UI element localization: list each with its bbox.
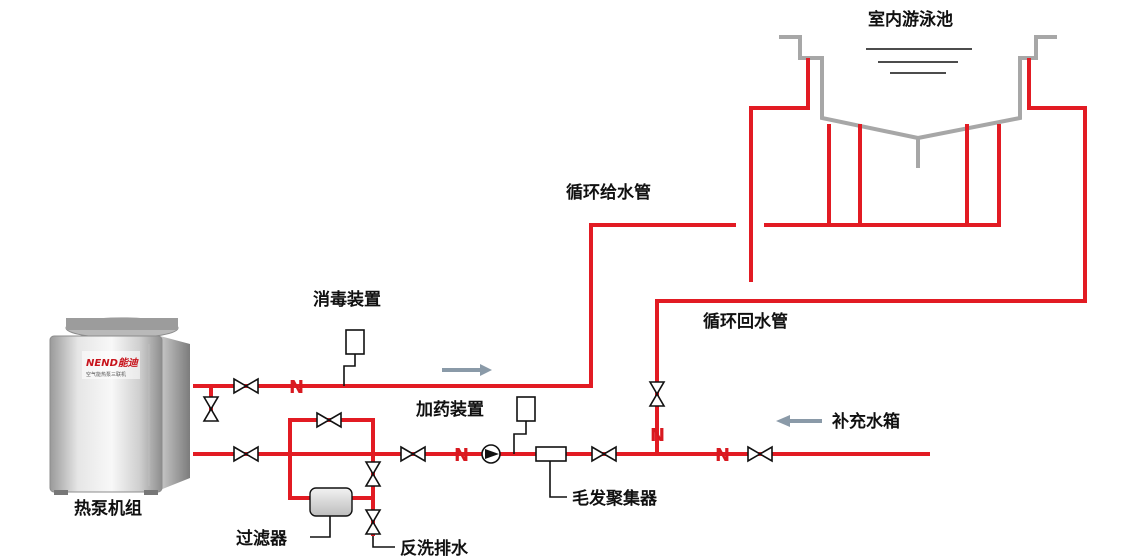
backwash-label: 反洗排水	[400, 538, 469, 559]
gate-valve-icon	[233, 445, 259, 463]
pipe-pool-inlet-left	[749, 58, 810, 282]
disinfection-label: 消毒装置	[313, 289, 381, 310]
pool-wall-right	[917, 35, 1057, 140]
flow-arrow-icon	[776, 415, 822, 427]
equipment-box-icon	[345, 329, 365, 355]
hair-collector-label: 毛发聚集器	[572, 488, 658, 509]
pipe-circulation-supply	[193, 223, 736, 388]
gate-valve-icon	[316, 411, 342, 429]
backwash-drain: 反洗排水	[372, 536, 469, 559]
filter: 过滤器	[236, 487, 353, 549]
gate-valve-icon	[364, 461, 382, 487]
heat-pump-brand: NEND能迪	[86, 357, 139, 369]
dosing-device: 加药装置	[415, 396, 536, 454]
hair-collector: 毛发聚集器	[535, 446, 658, 509]
gate-valve-icon	[747, 445, 773, 463]
pool-wall-left	[779, 35, 919, 140]
pipe-filter-bypass	[288, 418, 375, 454]
pool-label: 室内游泳池	[868, 9, 953, 30]
heat-pump-label: 热泵机组	[74, 498, 142, 519]
return-pipe-label: 循环回水管	[703, 311, 788, 332]
water-surface-icon	[866, 48, 972, 74]
pipe-pool-inlet-right	[655, 58, 1087, 454]
flow-arrow-icon	[442, 364, 492, 376]
check-valve-icon: N	[650, 425, 665, 446]
gate-valve-icon	[202, 396, 220, 422]
gate-valve-icon	[591, 445, 617, 463]
hair-collector-icon	[535, 446, 567, 462]
makeup-tank-label: 补充水箱	[831, 411, 900, 432]
indoor-pool: 室内游泳池	[779, 9, 1057, 168]
check-valve-icon: N	[715, 445, 730, 466]
disinfection-device: 消毒装置	[313, 289, 381, 386]
heat-pump-icon: NEND能迪 空气能热泵三联机	[49, 317, 190, 495]
gate-valve-icon	[400, 445, 426, 463]
check-valve-icon: N	[454, 445, 469, 466]
filter-tank-icon	[309, 487, 353, 517]
heat-pump-subtitle: 空气能热泵三联机	[86, 371, 126, 378]
check-valve-icon: N	[289, 377, 304, 398]
pump-icon	[481, 444, 501, 464]
gate-valve-icon	[364, 509, 382, 535]
gate-valve-icon	[648, 381, 666, 407]
filter-label: 过滤器	[236, 528, 288, 549]
supply-pipe-label: 循环给水管	[566, 182, 651, 203]
equipment-box-icon	[516, 396, 536, 422]
gate-valve-icon	[233, 377, 259, 395]
dosing-label: 加药装置	[415, 399, 484, 420]
